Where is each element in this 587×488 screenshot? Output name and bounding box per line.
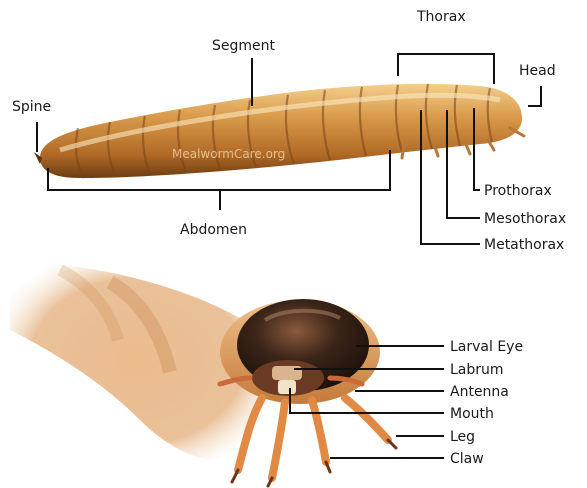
label-mesothorax: Mesothorax — [484, 211, 566, 227]
label-mouth: Mouth — [450, 406, 494, 422]
label-spine: Spine — [12, 99, 51, 115]
mealworm-larva-side-view: MealwormCare.org — [34, 84, 524, 178]
label-head: Head — [519, 63, 556, 79]
closeup-legs — [238, 398, 388, 478]
watermark-text: MealwormCare.org — [172, 147, 285, 161]
closeup-claws — [232, 440, 396, 486]
label-leg: Leg — [450, 429, 475, 445]
mealworm-body — [40, 84, 522, 178]
label-labrum: Labrum — [450, 362, 504, 378]
label-metathorax: Metathorax — [484, 237, 564, 253]
label-abdomen: Abdomen — [180, 222, 247, 238]
label-claw: Claw — [450, 451, 484, 467]
thorax-bracket — [398, 54, 494, 84]
label-prothorax: Prothorax — [484, 183, 552, 199]
mealworm-head-closeup — [10, 262, 396, 486]
head-pointer — [528, 86, 541, 106]
label-segment: Segment — [212, 38, 276, 54]
label-larval-eye: Larval Eye — [450, 339, 523, 355]
label-antenna: Antenna — [450, 384, 509, 400]
bottom-labels: Larval Eye Labrum Antenna Mouth Leg Claw — [450, 339, 523, 467]
mouth-shape — [278, 380, 296, 394]
label-thorax: Thorax — [416, 9, 466, 25]
